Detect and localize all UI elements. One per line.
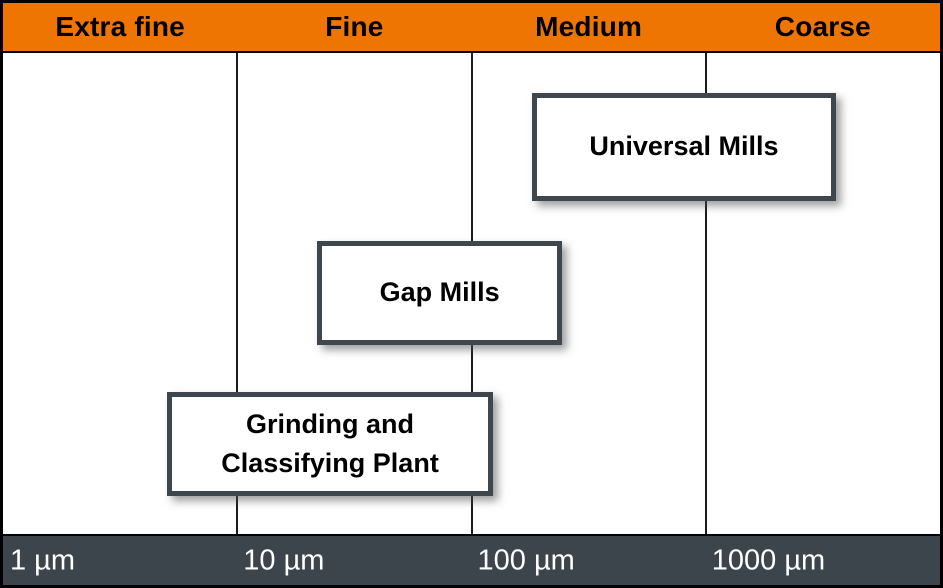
range-box-universal-mills: Universal Mills (531, 93, 837, 201)
band-fine: Fine (237, 3, 471, 51)
fineness-bands-header: Extra fine Fine Medium Coarse (3, 3, 940, 53)
tick-1um: 1 µm (10, 544, 76, 576)
gridline-10um (236, 53, 239, 534)
band-coarse-label: Coarse (774, 11, 871, 42)
range-box-gap-mills: Gap Mills (317, 241, 562, 345)
band-coarse: Coarse (706, 3, 940, 51)
band-extra-fine-label: Extra fine (55, 11, 185, 42)
range-box-universal-mills-label: Universal Mills (589, 131, 779, 162)
gridline-1000um (704, 53, 707, 534)
tick-100um: 100 µm (477, 544, 575, 576)
range-box-grinding-classifying-plant-label: Grinding and Classifying Plant (221, 408, 439, 478)
band-extra-fine: Extra fine (3, 3, 237, 51)
range-box-gap-mills-label: Gap Mills (379, 277, 500, 308)
band-medium-label: Medium (535, 11, 643, 42)
tick-10um: 10 µm (243, 544, 325, 576)
x-axis-bar: 1 µm 10 µm 100 µm 1000 µm (3, 534, 940, 585)
band-medium: Medium (472, 3, 706, 51)
tick-1000um: 1000 µm (711, 544, 826, 576)
chart-plot-area: Universal Mills Gap Mills Grinding and C… (3, 53, 940, 534)
band-fine-label: Fine (325, 11, 384, 42)
range-box-grinding-classifying-plant: Grinding and Classifying Plant (166, 392, 494, 496)
